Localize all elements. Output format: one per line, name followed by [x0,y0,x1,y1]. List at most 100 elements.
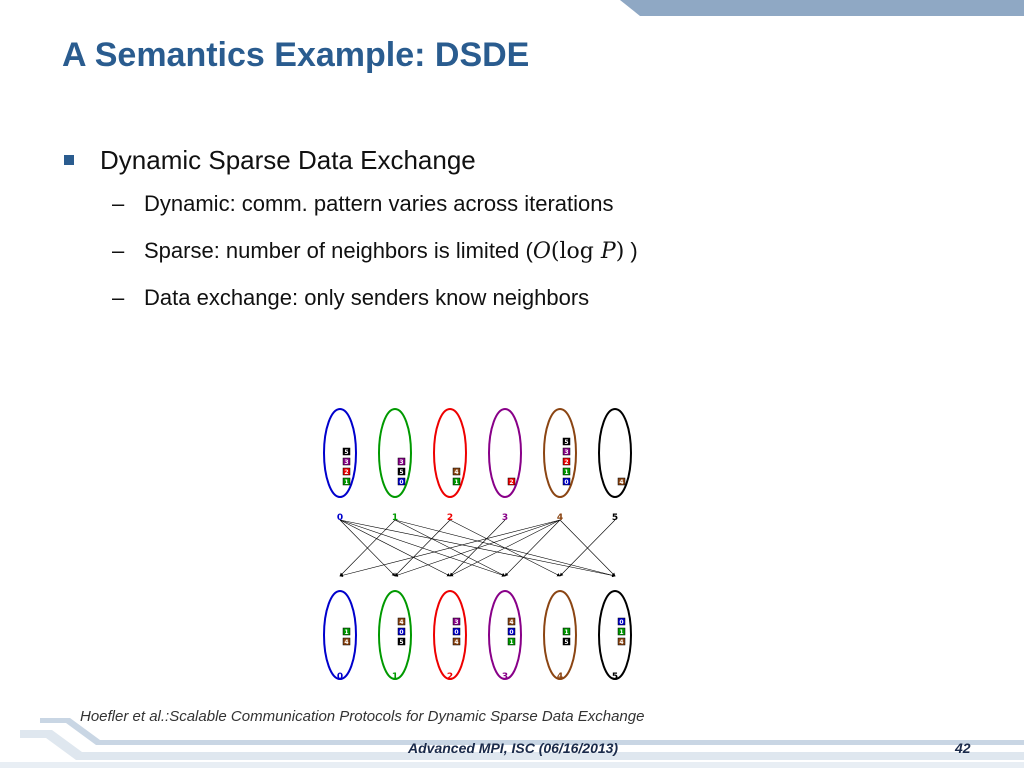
data-item-box [342,477,351,486]
data-item-label: 5 [399,639,403,646]
process-ellipse [598,590,632,680]
data-item-box [507,617,516,626]
bullet-text: Dynamic Sparse Data Exchange [100,144,476,175]
subbullet-item: – Sparse: number of neighbors is limited… [62,227,1002,274]
data-item-label: 3 [564,449,568,456]
data-item-box [507,477,516,486]
data-item-box [562,477,571,486]
message-arrow [339,519,396,577]
data-item-box [397,627,406,636]
message-arrow [559,519,616,577]
formula-log: log [559,238,594,264]
data-item-label: 5 [564,439,568,446]
formula-o: O [532,238,551,264]
process-label: 4 [557,672,563,682]
data-item-box [562,637,571,646]
data-item-label: 3 [399,459,403,466]
data-item-box [507,627,516,636]
data-item-label: 4 [344,639,348,646]
data-item-box [562,437,571,446]
subbullet-item: – Data exchange: only senders know neigh… [62,274,1002,321]
data-item-label: 1 [344,479,348,486]
process-label: 3 [502,513,508,523]
data-item-box [562,457,571,466]
data-item-label: 0 [619,619,623,626]
data-item-box [342,447,351,456]
process-label: 3 [502,672,508,682]
data-item-label: 2 [344,469,348,476]
data-item-label: 4 [454,639,458,646]
data-item-box [617,477,626,486]
data-item-box [562,627,571,636]
data-item-box [617,637,626,646]
data-item-box [452,627,461,636]
message-arrow [449,519,561,577]
message-arrow [394,519,561,577]
process-ellipse [543,408,577,498]
data-item-label: 2 [509,479,513,486]
process-label: 0 [337,513,343,523]
data-item-box [397,457,406,466]
process-label: 2 [447,513,453,523]
data-item-label: 5 [564,639,568,646]
process-label: 0 [337,672,343,682]
formula-p: P [600,238,616,264]
data-item-label: 1 [454,479,458,486]
process-ellipse [433,408,467,498]
process-ellipse [378,590,412,680]
dash-icon: – [112,190,125,216]
dsde-exchange-diagram: 5 3 2 1 0 3 5 0 1 4 1 2 2 3 5 3 2 1 0 4 4 5 1 4 0 4 0 5 1 3 0 4 2 4 0 1 3 1 5 4… [323,408,632,682]
data-item-label: 0 [509,629,513,636]
process-label: 2 [447,672,453,682]
bullet-item: Dynamic Sparse Data Exchange [62,140,1002,180]
message-arrow [339,519,451,577]
process-ellipse [433,590,467,680]
data-item-label: 0 [454,629,458,636]
data-item-label: 1 [344,629,348,636]
subbullet-text: Sparse: number of neighbors is limited (… [144,238,638,264]
process-ellipse [323,408,357,498]
dash-icon: – [112,237,125,263]
data-item-box [507,637,516,646]
process-label: 4 [557,513,563,523]
data-item-box [397,617,406,626]
data-item-box [452,467,461,476]
data-item-box [397,467,406,476]
process-ellipse [598,408,632,498]
data-item-label: 3 [344,459,348,466]
data-item-box [342,457,351,466]
process-label: 1 [392,672,398,682]
data-item-box [617,627,626,636]
message-arrow [504,519,561,577]
data-item-label: 1 [509,639,513,646]
data-item-label: 3 [454,619,458,626]
data-item-label: 5 [399,469,403,476]
data-item-label: 4 [509,619,513,626]
data-item-box [452,617,461,626]
data-item-label: 4 [619,639,623,646]
data-item-label: 2 [564,459,568,466]
bullet-list: Dynamic Sparse Data Exchange – Dynamic: … [62,140,1002,321]
data-item-box [562,447,571,456]
subbullet-text-part: Sparse: number of neighbors is limited ( [144,237,533,263]
data-item-label: 0 [399,629,403,636]
process-label: 5 [612,672,618,682]
data-item-box [397,637,406,646]
footer-band [0,718,1024,768]
data-item-label: 0 [399,479,403,486]
process-ellipse [488,408,522,498]
big-o-formula: O(log P) [532,238,625,264]
data-item-box [342,637,351,646]
process-label: 1 [392,513,398,523]
top-accent-bar [620,0,1024,16]
data-item-label: 4 [454,469,458,476]
process-ellipse [543,590,577,680]
footer-text: Advanced MPI, ISC (06/16/2013) [408,740,619,756]
data-item-label: 1 [564,469,568,476]
process-label: 5 [612,513,618,523]
data-item-label: 4 [619,479,623,486]
process-ellipse [323,590,357,680]
slide-title: A Semantics Example: DSDE [62,36,530,74]
subbullet-text: Data exchange: only senders know neighbo… [144,284,590,310]
data-item-label: 1 [564,629,568,636]
